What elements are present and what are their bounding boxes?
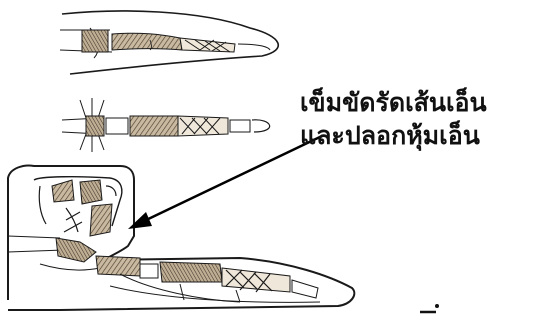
callout-label-line-1: เข็มขัดรัดเส้นเอ็น [300, 88, 487, 118]
finger-middle [62, 98, 270, 152]
finger-top [60, 11, 278, 74]
callout-label-line-2: และปลอกหุ้มเอ็น [300, 121, 480, 151]
corner-mark [420, 304, 439, 312]
callout-arrow [128, 136, 322, 229]
hand-bottom [8, 166, 354, 311]
